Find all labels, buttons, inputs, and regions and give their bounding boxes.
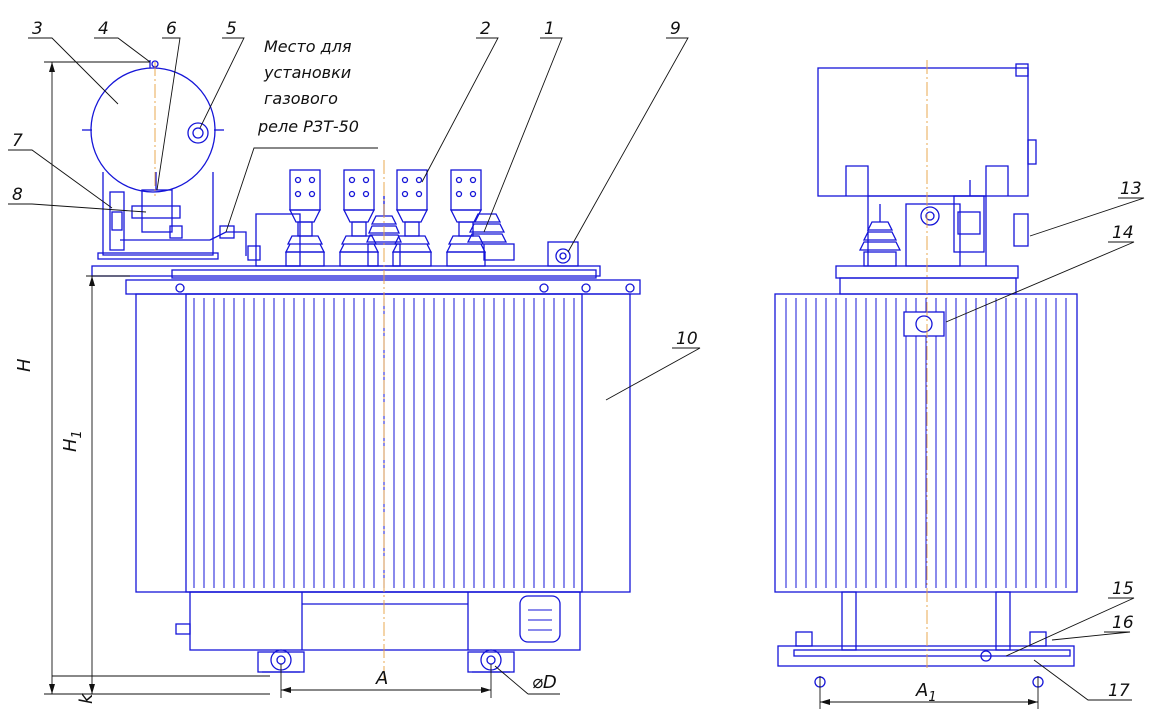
callout-10: 10 — [605, 329, 701, 401]
svg-text:7: 7 — [12, 131, 23, 151]
note-line-1: Место для — [264, 37, 352, 56]
note-line-2: установки — [263, 63, 351, 82]
hv-bushing-1 — [284, 169, 326, 267]
svg-text:2: 2 — [480, 19, 491, 39]
dimension-A: A — [280, 664, 492, 698]
label-k: k — [76, 692, 97, 704]
tank-body — [135, 293, 631, 593]
callout-15: 15 — [1005, 579, 1135, 657]
tank-cover — [91, 265, 601, 277]
svg-text:8: 8 — [12, 185, 23, 205]
callout-14: 14 — [945, 223, 1135, 323]
svg-text:15: 15 — [1112, 579, 1134, 599]
base-frame — [175, 591, 581, 651]
callout-5: 5 — [199, 19, 245, 129]
dimension-A1: A1 — [819, 676, 1039, 710]
svg-text:5: 5 — [226, 19, 237, 39]
side-base — [777, 591, 1075, 688]
callout-2: 2 — [421, 19, 499, 183]
conservator-support — [97, 172, 219, 260]
svg-text:17: 17 — [1108, 681, 1130, 701]
svg-text:10: 10 — [676, 329, 698, 349]
label-D: ⌀D — [532, 672, 557, 693]
svg-text:14: 14 — [1112, 223, 1134, 243]
label-A: A — [375, 668, 388, 689]
svg-text:13: 13 — [1120, 179, 1142, 199]
svg-text:16: 16 — [1112, 613, 1134, 633]
svg-text:4: 4 — [98, 19, 109, 39]
callout-6: 6 — [156, 19, 181, 191]
lifting-eye — [547, 241, 579, 267]
hv-bushing-4 — [445, 169, 487, 267]
cooling-fins — [193, 298, 575, 588]
side-cooling-fins — [785, 298, 1067, 588]
top-frame — [125, 279, 641, 295]
note-line-3: газового — [264, 89, 338, 108]
callout-16: 16 — [1051, 613, 1134, 641]
lv-bushing-right — [466, 213, 515, 261]
note-line-4: реле РЗТ-50 — [257, 117, 359, 136]
label-H1: H1 — [60, 430, 85, 452]
callout-7: 7 — [8, 131, 113, 209]
callout-4: 4 — [94, 19, 151, 63]
side-view — [774, 60, 1078, 688]
callout-9: 9 — [567, 19, 689, 253]
svg-text:9: 9 — [670, 19, 681, 39]
side-conservator — [817, 67, 1029, 197]
callout-17: 17 — [1033, 659, 1132, 701]
label-H: H — [14, 358, 35, 372]
dimension-D: ⌀D — [494, 665, 560, 695]
dimension-H: H — [14, 61, 270, 695]
svg-text:6: 6 — [166, 19, 177, 39]
label-A1: A1 — [915, 680, 937, 705]
side-valves — [905, 180, 985, 267]
front-view — [82, 60, 641, 680]
callout-8: 8 — [8, 185, 147, 213]
svg-text:3: 3 — [32, 19, 43, 39]
side-bushing — [858, 204, 902, 267]
callout-3: 3 — [28, 19, 119, 105]
side-tank-body — [774, 293, 1078, 593]
svg-text:1: 1 — [544, 19, 555, 39]
callout-1: 1 — [483, 19, 563, 233]
hv-bushing-2 — [338, 169, 380, 267]
side-frame — [839, 277, 1017, 295]
dimension-k: k — [52, 675, 270, 704]
callout-13: 13 — [1029, 179, 1145, 237]
dimension-H1: H1 — [60, 275, 130, 694]
hv-bushing-3 — [391, 169, 433, 267]
gas-relay-note: Место для установки газового реле РЗТ-50 — [225, 37, 378, 233]
